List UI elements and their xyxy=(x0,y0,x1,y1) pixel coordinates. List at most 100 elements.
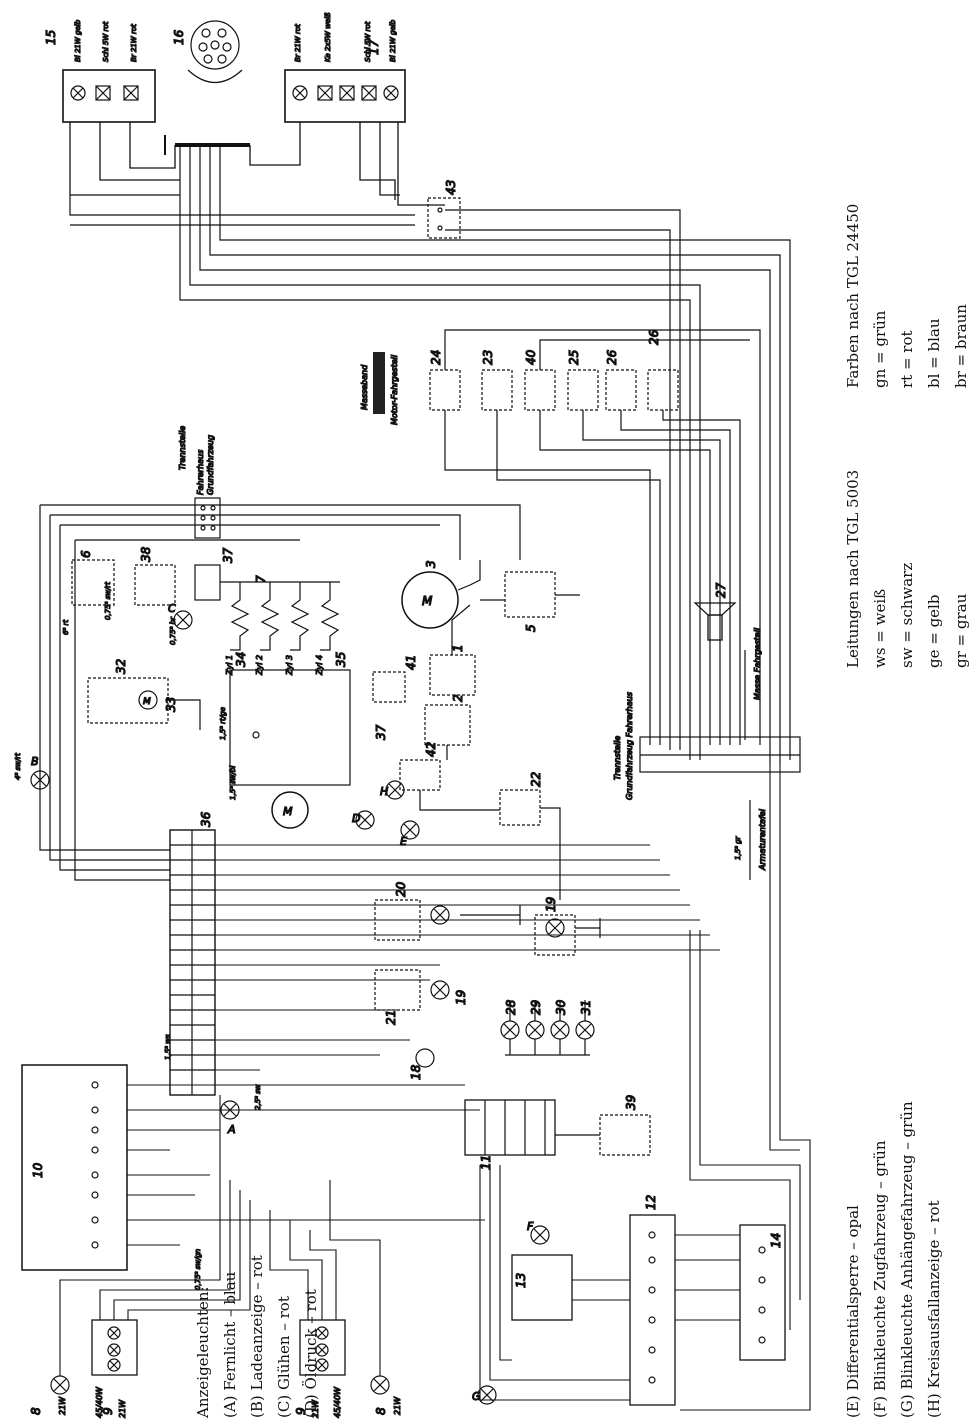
text-lamp15-0: Bl 21W gelb xyxy=(74,19,82,62)
text-bottom-lamp-4: 45/40W xyxy=(333,1386,342,1418)
text-masseband: Masseband xyxy=(360,364,369,410)
label-37b: 37 xyxy=(374,724,388,740)
lamp-unit-17 xyxy=(284,69,406,123)
text-zyl-3: Zyl 3 xyxy=(285,655,294,676)
text-lamp15-1: Schl 5W rot xyxy=(102,21,110,62)
label-25: 25 xyxy=(567,350,581,365)
legend-leitungen: Leitungen nach TGL 5003 ws = weiß sw = s… xyxy=(840,470,975,668)
glow-plugs xyxy=(230,582,340,651)
label-6: 6 xyxy=(79,550,93,558)
text-armaturentafel: Armaturentafel xyxy=(758,808,767,871)
label-30: 30 xyxy=(554,999,568,1015)
label-16: 16 xyxy=(172,29,186,45)
text-lamp17-0: Br 21W rot xyxy=(294,24,302,62)
text-letter-E: E xyxy=(400,835,407,848)
text-grundfahrzeug: Grundfahrzeug xyxy=(206,435,215,495)
switch-group-right xyxy=(429,329,761,745)
relay-12 xyxy=(629,1214,676,1406)
text-zyl-2: Zyl 2 xyxy=(255,655,264,676)
text-wire-3: 1,5² rt/ge xyxy=(219,707,227,740)
legend-farben-item-bl: bl = blau xyxy=(925,318,943,388)
trennstelle-connector-mid xyxy=(639,736,801,773)
legend-leitungen-item-gr: gr = grau xyxy=(952,593,970,668)
lamp-unit-15 xyxy=(62,69,156,123)
legend-anzeige-item-e: (E) Differentialsperre – opal xyxy=(844,1205,862,1418)
label-33: 33 xyxy=(164,697,178,712)
bottom-lamps-left xyxy=(50,1319,138,1395)
text-grundfahrzeug-fahrerhaus: Grundfahrzeug Fahrerhaus xyxy=(625,692,634,800)
label-19a: 19 xyxy=(544,897,558,912)
text-letter-F: F xyxy=(527,1220,534,1233)
switch-39 xyxy=(555,1114,651,1156)
relay-13 xyxy=(511,1225,573,1321)
label-12: 12 xyxy=(644,1195,658,1210)
component-11 xyxy=(464,1099,556,1156)
fuse-box-36 xyxy=(169,829,216,1096)
lamps-28-31 xyxy=(500,1000,595,1056)
text-wire-0: 0,75² sw/rt xyxy=(104,582,112,620)
text-bottom-lamp-0: 21W xyxy=(58,1396,67,1415)
label-2: 2 xyxy=(451,694,465,702)
text-letter-B: B xyxy=(31,755,39,768)
switches-center xyxy=(372,604,561,900)
label-36: 36 xyxy=(199,811,213,827)
label-5: 5 xyxy=(524,624,538,632)
text-wire-9: 1,5² gr xyxy=(734,835,742,860)
legend-farben: Farben nach TGL 24450 gn = grün rt = rot… xyxy=(840,204,975,388)
legend-farben-item-br: br = braun xyxy=(952,304,970,388)
text-fahrerhaus: Fahrerhaus xyxy=(196,450,205,495)
text-bottom-lamp-3: 21W xyxy=(311,1399,320,1418)
legend-anzeige-item-f: (F) Blinkleuchte Zugfahrzeug – grün xyxy=(871,1140,889,1419)
legend-leitungen-item-sw: sw = schwarz xyxy=(898,562,916,668)
label-22: 22 xyxy=(529,772,543,787)
label-14: 14 xyxy=(769,1233,783,1248)
text-lamp17-3: Bl 21W gelb xyxy=(389,19,397,62)
text-letter-D: D xyxy=(352,812,360,825)
text-lamp15-2: Br 21W rot xyxy=(130,24,138,62)
label-24: 24 xyxy=(429,350,443,365)
indicator-lamps xyxy=(30,610,420,1120)
text-wire-2: 1,5² sw/bl xyxy=(229,766,237,800)
text-letter-C: C xyxy=(168,602,176,615)
label-35: 35 xyxy=(334,652,348,667)
legend-anzeige-item-d: (D) Öldruck – rot xyxy=(302,1289,320,1418)
legend-farben-item-rt: rt = rot xyxy=(898,330,916,388)
light-switch-10 xyxy=(21,1064,128,1271)
label-26a: 26 xyxy=(605,349,619,365)
label-38: 38 xyxy=(139,546,153,562)
label-9b: 9 xyxy=(294,1407,308,1415)
label-37: 37 xyxy=(221,547,235,563)
relay-5 xyxy=(480,571,580,618)
legend-anzeige-item-a: (A) Fernlicht – blau xyxy=(221,1271,239,1418)
label-31: 31 xyxy=(579,1000,593,1015)
label-8b: 8 xyxy=(374,1407,388,1415)
legend-anzeige: Anzeigeleuchten: (A) Fernlicht – blau (B… xyxy=(190,1255,325,1418)
legend-anzeige-title: Anzeigeleuchten: xyxy=(194,1286,212,1418)
text-trennstelle-mid: Trennstelle xyxy=(613,736,622,780)
legend-leitungen-title: Leitungen nach TGL 5003 xyxy=(844,469,862,668)
relay-14 xyxy=(739,1224,786,1361)
label-32: 32 xyxy=(114,659,128,674)
text-zyl-4: Zyl 4 xyxy=(315,655,324,676)
label-42: 42 xyxy=(424,742,438,757)
svg-text:M: M xyxy=(422,594,433,608)
component-32-33: M xyxy=(87,677,201,730)
trailer-socket-16 xyxy=(187,20,243,83)
text-wire-4: 4² sw/rt xyxy=(14,753,22,780)
text-letter-H: H xyxy=(380,785,388,798)
svg-text:M: M xyxy=(143,697,151,707)
label-27: 27 xyxy=(714,582,728,598)
text-bottom-lamp-1: 45/40W xyxy=(95,1386,104,1418)
label-28: 28 xyxy=(504,999,518,1015)
diagram-text-labels: Trennstelle Fahrerhaus Grundfahrzeug Mas… xyxy=(13,11,767,1418)
text-bottom-lamp-5: 21W xyxy=(393,1396,402,1415)
label-23: 23 xyxy=(481,350,495,365)
svg-text:M: M xyxy=(283,805,293,818)
text-letter-A: A xyxy=(227,1123,236,1136)
label-17: 17 xyxy=(367,39,381,55)
text-lamp17-1: Ke 2x5W weiß xyxy=(324,12,332,62)
relay-43 xyxy=(427,197,461,239)
starter-motor-3: M xyxy=(401,560,481,629)
legend-farben-title: Farben nach TGL 24450 xyxy=(844,203,862,388)
